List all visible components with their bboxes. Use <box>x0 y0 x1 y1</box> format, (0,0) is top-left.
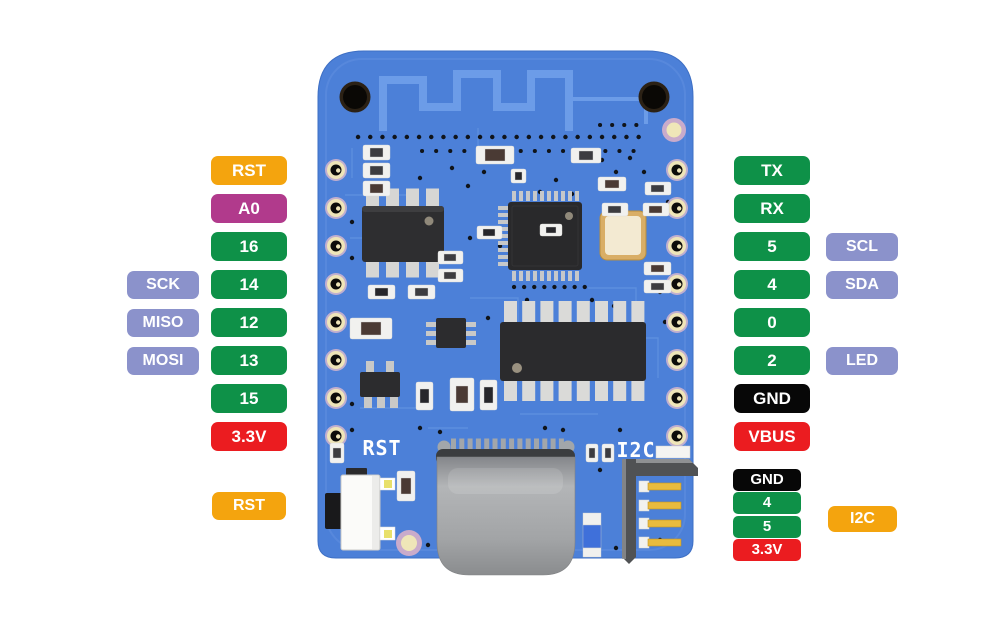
mounting-holes <box>339 81 686 556</box>
pin-holes-left <box>325 159 347 447</box>
pin-label-right-0: 0 <box>734 308 810 337</box>
pin-label-left-a0: A0 <box>211 194 287 223</box>
pin-label-right-rx: RX <box>734 194 810 223</box>
fn-label-miso: MISO <box>127 309 199 337</box>
small-ics <box>360 318 476 408</box>
via-rows <box>355 123 651 290</box>
i2c-connector-label: I2C <box>828 506 897 532</box>
pin-label-left-13: 13 <box>211 346 287 375</box>
i2c-socket-pins <box>638 480 682 549</box>
fn-label-scl: SCL <box>826 233 898 261</box>
pin-label-right-vbus: VBUS <box>734 422 810 451</box>
crystal-oscillator <box>599 210 647 261</box>
reset-button-label: RST <box>212 492 286 520</box>
fn-label-mosi: MOSI <box>127 347 199 375</box>
usb-c-connector <box>436 438 576 576</box>
pin-label-right-5: 5 <box>734 232 810 261</box>
pin-label-right-4: 4 <box>734 270 810 299</box>
fn-label-led: LED <box>826 347 898 375</box>
pin-label-right-gnd: GND <box>734 384 810 413</box>
silkscreen-text: RST I2C <box>362 436 655 462</box>
pin-label-left-3v3: 3.3V <box>211 422 287 451</box>
i2c-socket <box>622 445 698 564</box>
pin-holes-right <box>666 159 688 447</box>
pin-label-left-rst: RST <box>211 156 287 185</box>
blue-led <box>582 512 602 558</box>
i2c-pin-4: 4 <box>733 492 801 514</box>
smd-passives <box>329 144 672 502</box>
silkscreen-rst-text: RST <box>362 436 401 460</box>
flash-chip <box>362 188 444 278</box>
pin-label-right-2: 2 <box>734 346 810 375</box>
fn-label-sck: SCK <box>127 271 199 299</box>
fn-label-sda: SDA <box>826 271 898 299</box>
pin-label-right-tx: TX <box>734 156 810 185</box>
pin-label-left-12: 12 <box>211 308 287 337</box>
silkscreen-i2c-text: I2C <box>616 438 655 462</box>
i2c-pin-5: 5 <box>733 516 801 538</box>
usb-serial-chip <box>500 301 646 401</box>
i2c-pin-3v3: 3.3V <box>733 539 801 561</box>
reset-button <box>325 468 396 551</box>
pin-label-left-15: 15 <box>211 384 287 413</box>
pin-label-left-14: 14 <box>211 270 287 299</box>
button-leds <box>379 477 396 541</box>
i2c-pin-gnd: GND <box>733 469 801 491</box>
pin-label-left-16: 16 <box>211 232 287 261</box>
